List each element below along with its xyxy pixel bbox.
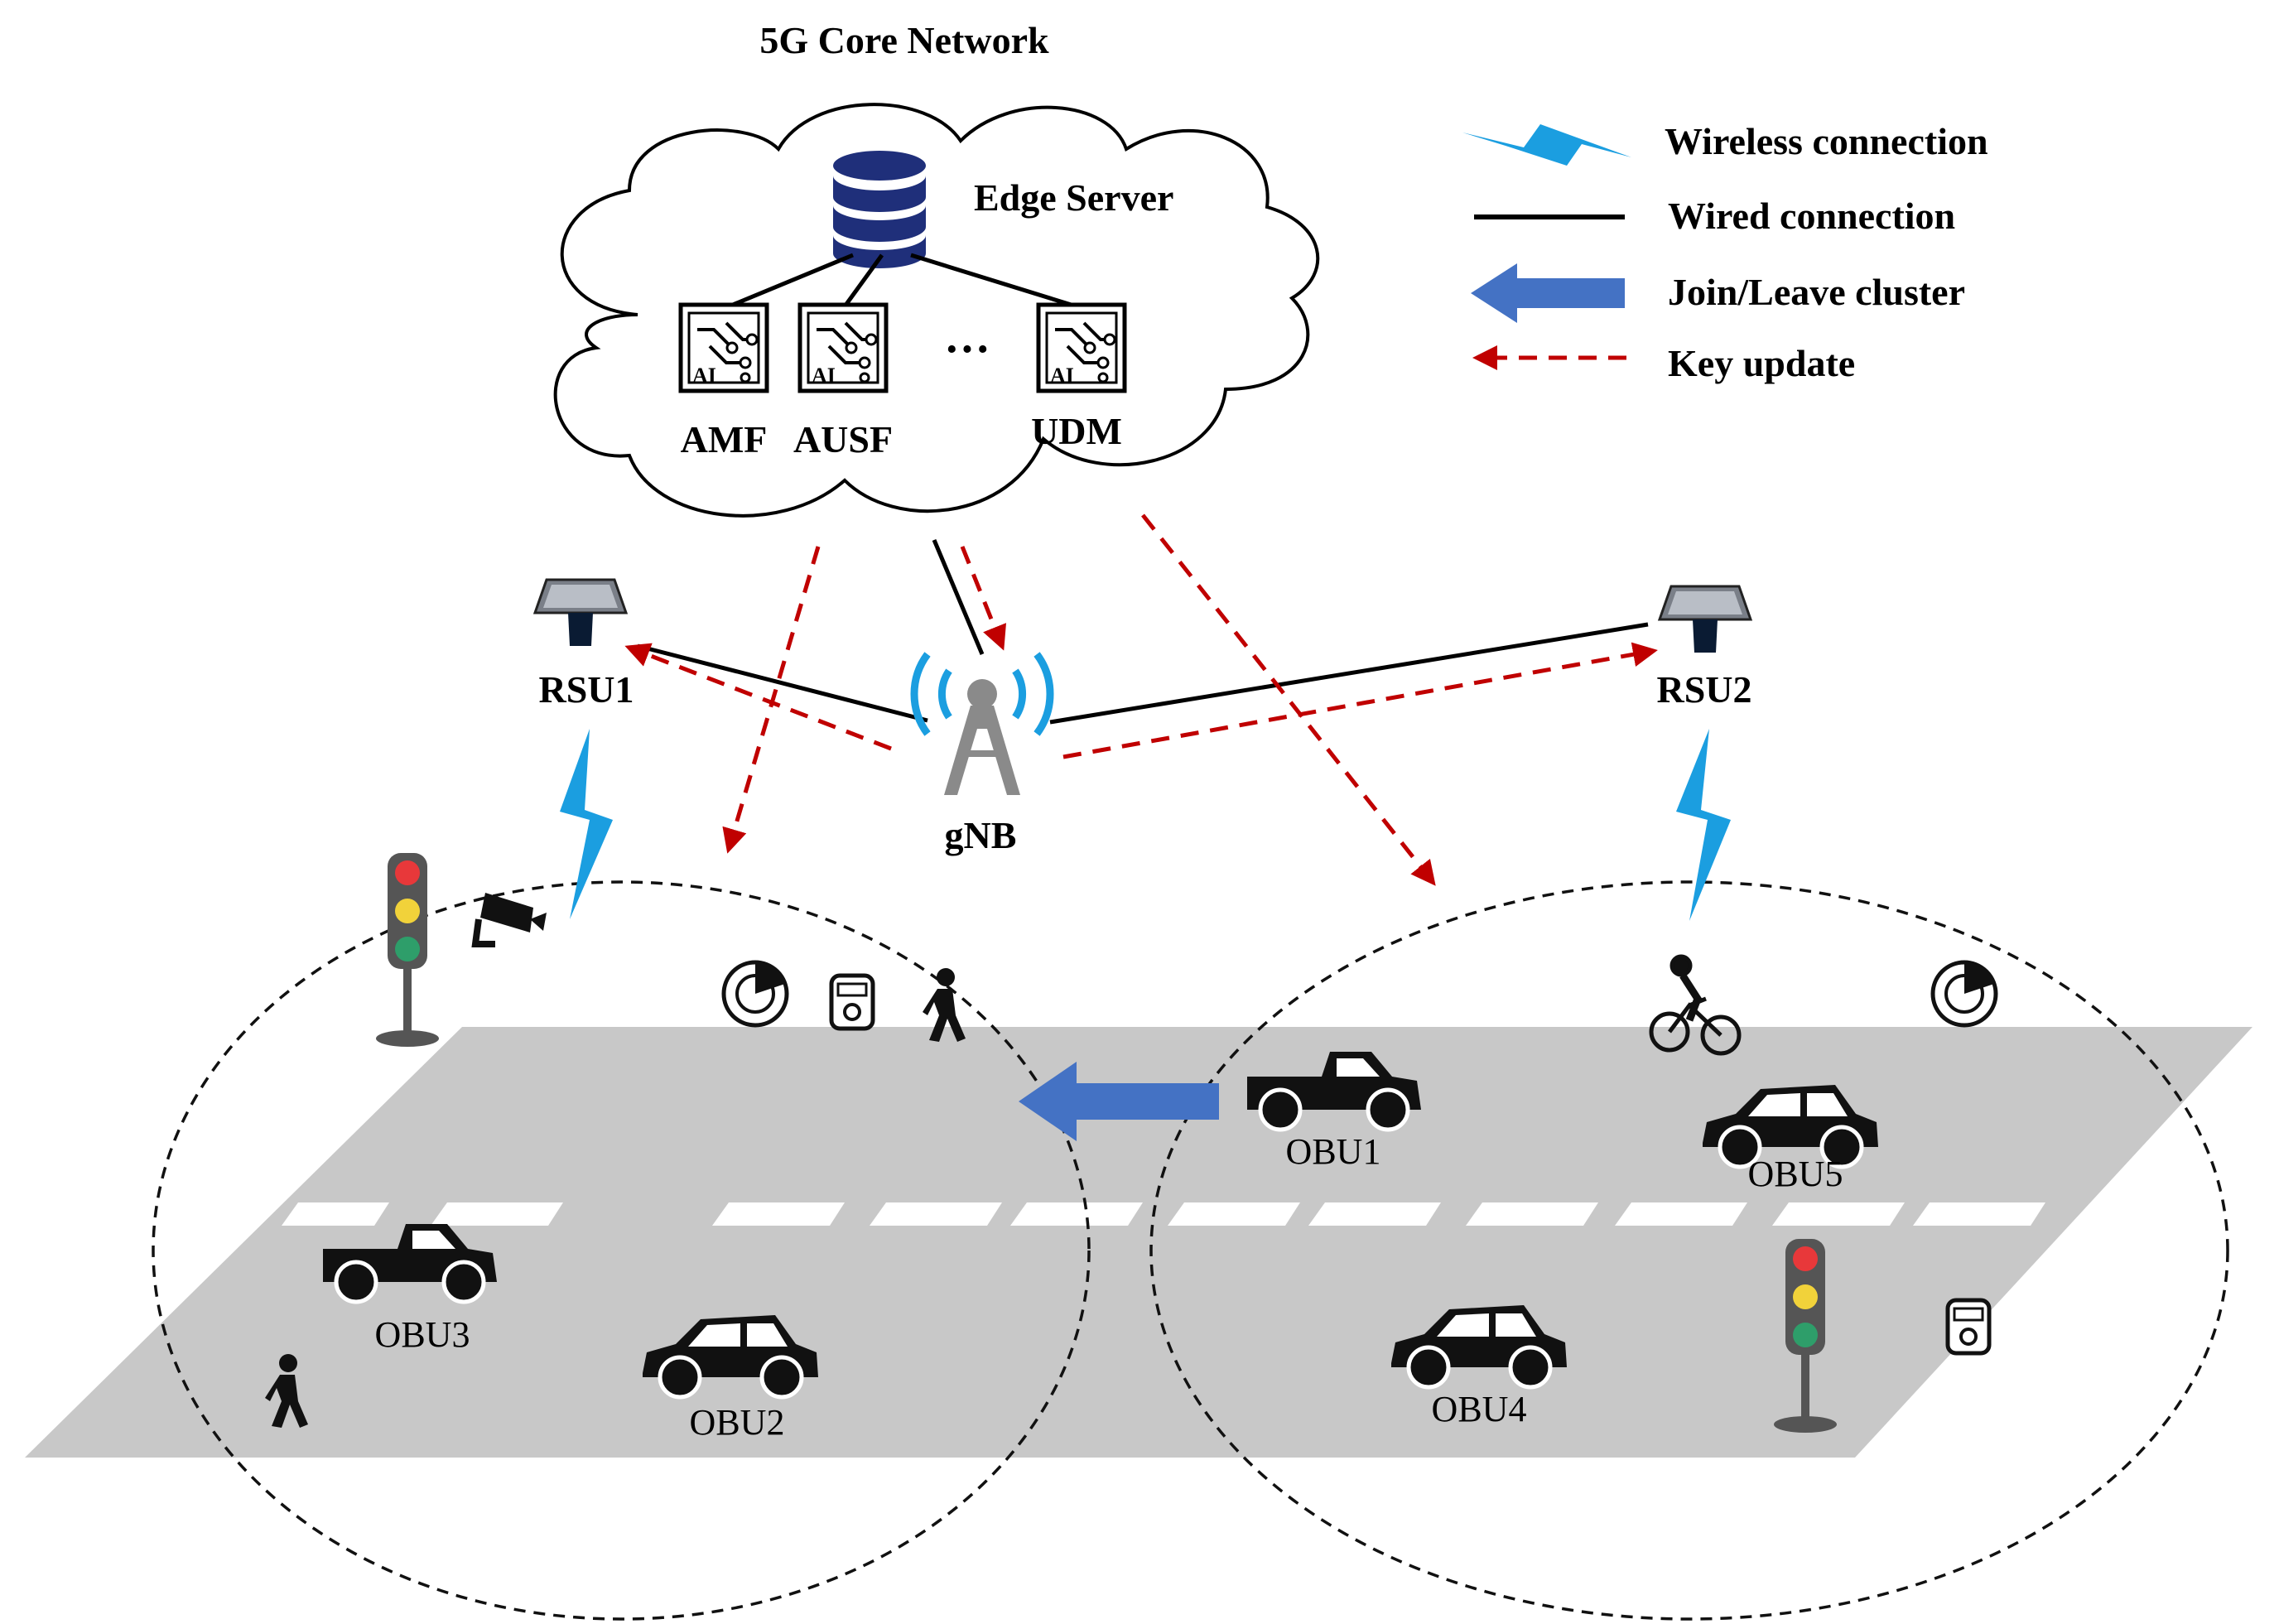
obu3-label: OBU3 xyxy=(375,1314,470,1355)
key-update-arrows xyxy=(624,513,1658,886)
obu4-label: OBU4 xyxy=(1432,1389,1527,1429)
legend-join-leave-label: Join/Leave cluster xyxy=(1668,271,1965,313)
obu2-label: OBU2 xyxy=(690,1402,785,1443)
gnb-tower-icon xyxy=(910,652,1054,795)
meter-device-icon xyxy=(831,976,873,1029)
edge-server-label: Edge Server xyxy=(974,176,1173,219)
ausf-label: AUSF xyxy=(793,418,893,460)
chip-ai-label: AI xyxy=(812,364,836,388)
wired-links-ran xyxy=(637,539,1649,725)
ellipsis: ··· xyxy=(944,324,990,375)
rsu1-label: RSU1 xyxy=(538,668,634,711)
camera-icon xyxy=(471,893,547,947)
obu5-label: OBU5 xyxy=(1748,1154,1843,1194)
core-network-cloud xyxy=(553,103,1320,518)
rsu1-icon xyxy=(533,578,628,648)
wired-links-core xyxy=(728,253,1077,309)
meter-device-icon xyxy=(1948,1300,1989,1353)
lane-markings xyxy=(282,1202,2045,1226)
chip-ai-label: AI xyxy=(1050,364,1074,388)
amf-label: AMF xyxy=(681,418,768,460)
cyclist-icon xyxy=(1649,954,1742,1056)
rsu2-icon xyxy=(1658,585,1752,654)
cluster-left xyxy=(152,880,1091,1621)
cluster-right xyxy=(1149,880,2229,1621)
diagram-title: 5G Core Network xyxy=(759,19,1049,61)
legend-key-update-label: Key update xyxy=(1668,342,1855,384)
traffic-light-icon xyxy=(376,853,439,1047)
rsu2-label: RSU2 xyxy=(1656,668,1751,711)
radar-icon xyxy=(1933,962,1996,1025)
database-icon xyxy=(833,151,926,268)
legend-wired-label: Wired connection xyxy=(1668,195,1955,237)
legend-join-leave-icon xyxy=(1471,263,1625,323)
legend-wireless-icon xyxy=(1462,124,1631,166)
wireless-link-rsu2 xyxy=(1676,729,1731,921)
road xyxy=(25,1027,2252,1458)
radar-icon xyxy=(724,962,787,1025)
legend: Wireless connection Wired connection Joi… xyxy=(1462,120,1988,384)
chip-ai-label: AI xyxy=(692,364,716,388)
join-leave-arrow xyxy=(1019,1062,1219,1141)
obu1-label: OBU1 xyxy=(1286,1131,1381,1172)
udm-label: UDM xyxy=(1031,410,1122,452)
legend-wireless-label: Wireless connection xyxy=(1665,120,1988,162)
gnb-label: gNB xyxy=(945,814,1017,856)
wireless-link-rsu1 xyxy=(560,729,613,919)
